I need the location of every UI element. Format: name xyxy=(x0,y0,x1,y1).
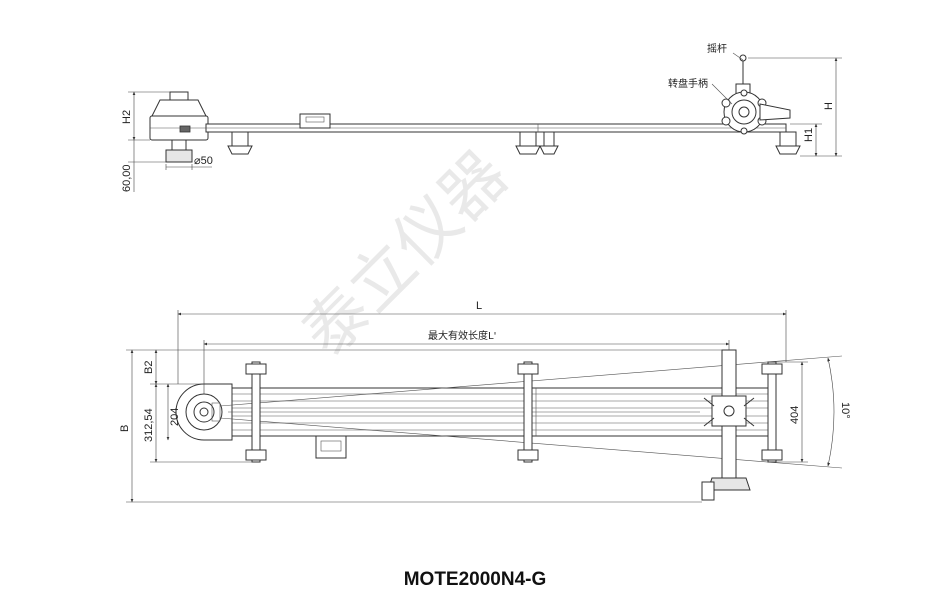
handwheel-assembly xyxy=(721,54,791,135)
side-beam xyxy=(205,123,787,133)
top-handwheel xyxy=(701,349,755,501)
top-view: L 最大有效长度L' B B2 312,54 xyxy=(119,300,851,503)
svg-text:60,00: 60,00 xyxy=(121,164,133,192)
top-display-box xyxy=(315,435,347,459)
dim-B2: B2 xyxy=(143,349,204,385)
handwheel-label: 转盘手柄 xyxy=(668,77,708,90)
dim-L: L xyxy=(177,300,787,384)
svg-text:B2: B2 xyxy=(143,361,155,374)
dim-L-prime: 最大有效长度L' xyxy=(203,329,730,394)
svg-text:H1: H1 xyxy=(803,128,815,142)
dim-204: 204 xyxy=(166,383,181,441)
rocker-label: 摇杆 xyxy=(707,42,727,55)
rocker-leader xyxy=(732,52,744,61)
motor-housing xyxy=(149,91,209,163)
svg-text:⌀50: ⌀50 xyxy=(194,155,213,167)
svg-text:H2: H2 xyxy=(121,110,133,124)
side-view: 摇杆 转盘手柄 H H1 H2 60,00 xyxy=(121,42,842,192)
dim-angle: 10° xyxy=(827,357,851,467)
top-cross-supports xyxy=(245,361,783,463)
svg-text:B: B xyxy=(119,425,131,432)
dim-H: H xyxy=(748,57,842,157)
svg-text:204: 204 xyxy=(169,408,181,426)
side-support-legs xyxy=(227,131,801,155)
svg-text:312,54: 312,54 xyxy=(143,408,155,442)
svg-text:H: H xyxy=(823,102,835,110)
dim-B: B xyxy=(119,349,722,503)
dim-diameter: ⌀50 xyxy=(165,155,213,170)
dim-404: 404 xyxy=(776,361,808,463)
dim-60: 60,00 xyxy=(121,140,166,192)
model-title: MOTE2000N4-G xyxy=(403,569,547,590)
svg-text:10°: 10° xyxy=(839,402,851,419)
dim-H1: H1 xyxy=(790,123,822,157)
svg-text:L: L xyxy=(476,300,482,312)
handwheel-leader xyxy=(711,83,733,105)
svg-text:404: 404 xyxy=(789,406,801,424)
dim-312: 312,54 xyxy=(143,383,252,463)
pivot-end xyxy=(175,383,233,441)
dim-H2: H2 xyxy=(121,91,170,141)
side-display-box xyxy=(299,113,331,129)
svg-text:最大有效长度L': 最大有效长度L' xyxy=(428,329,496,342)
